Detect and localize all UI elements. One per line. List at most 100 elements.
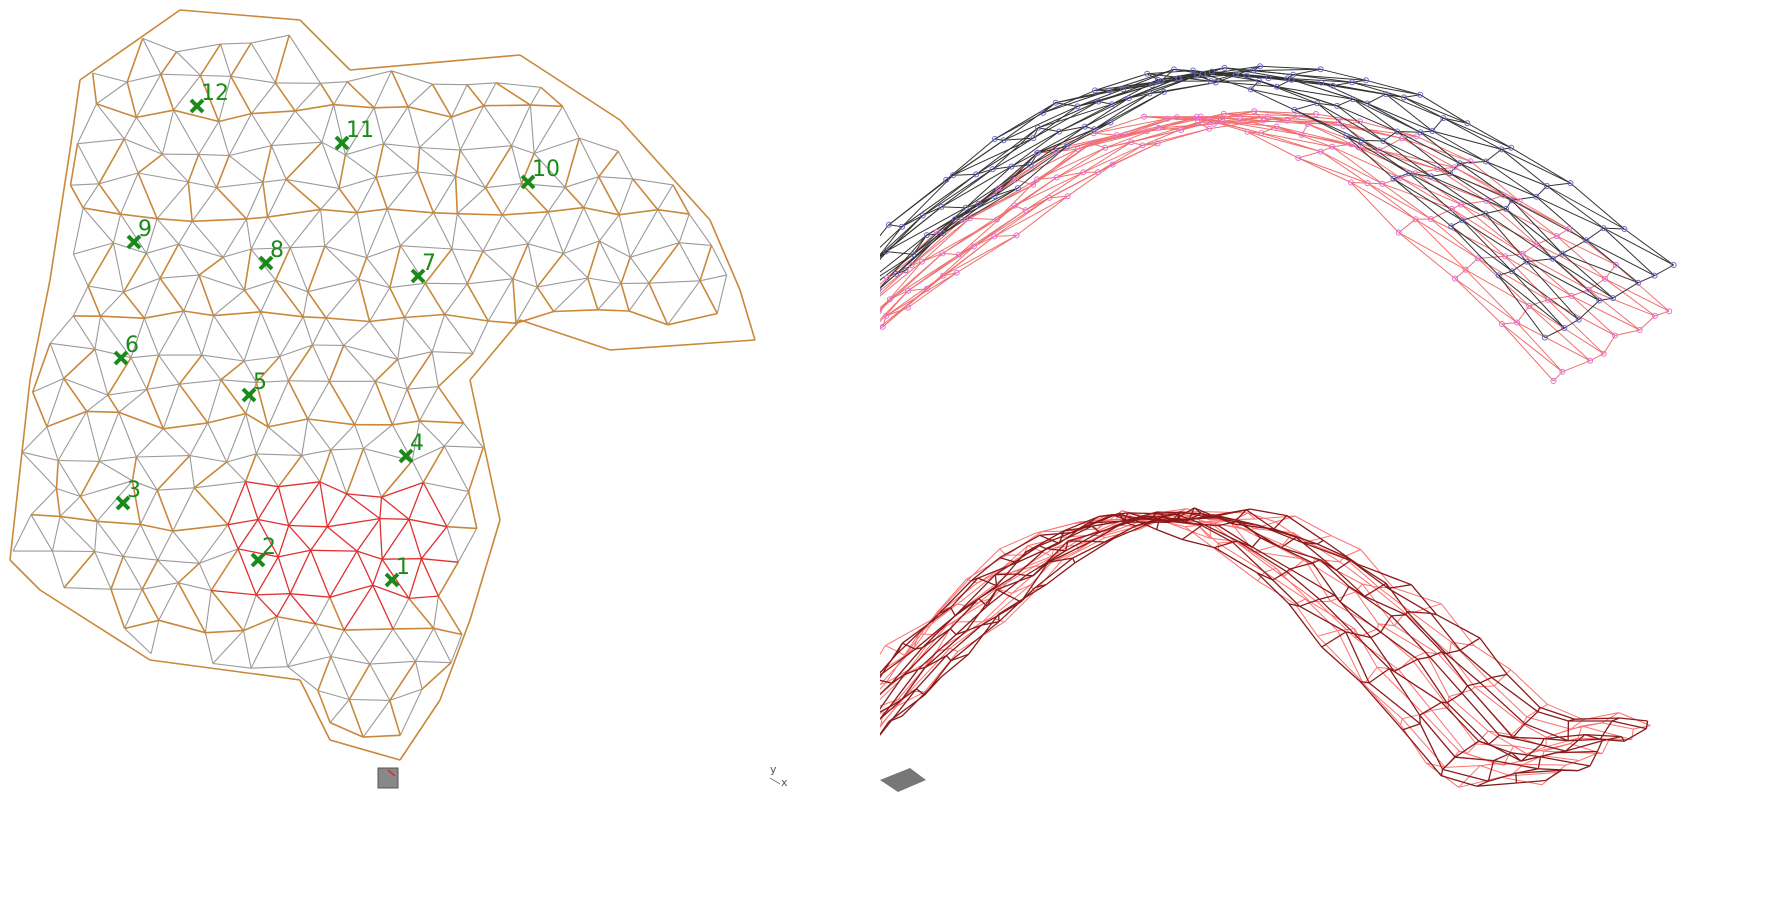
mesh-edge-red (382, 519, 409, 559)
mesh-edge-gray (416, 628, 434, 661)
mesh-edge-gray (157, 219, 179, 244)
mesh-edge-orange (484, 105, 531, 106)
mesh-edge-gray (50, 343, 64, 378)
mesh-edge-orange (438, 353, 473, 386)
mesh-edge-gray (97, 521, 123, 556)
mesh-edge-gray (367, 209, 388, 258)
mesh-edge-gray (398, 359, 408, 389)
wire-edge (1445, 766, 1480, 768)
mesh-edge-gray (445, 284, 468, 315)
wire-edge (1202, 512, 1248, 513)
wire-edge (1260, 66, 1321, 69)
mesh-edge-orange (147, 355, 159, 389)
mesh-boundary-edge (470, 380, 500, 520)
wire-edge (1321, 152, 1383, 184)
mesh-edge-gray (97, 82, 128, 104)
wire-edge (1418, 657, 1430, 659)
mesh-edge-gray (123, 556, 142, 589)
mesh-edge-gray (318, 691, 349, 700)
mesh-edge-gray (512, 146, 522, 184)
mesh-edge-orange (537, 254, 563, 288)
mesh-edge-orange (359, 258, 367, 280)
dark-red-wire-layer (880, 508, 1648, 786)
wire-edge (1586, 240, 1654, 275)
mesh-edge-orange (101, 316, 145, 318)
mesh-edge-gray (173, 531, 200, 563)
wire-edge (978, 578, 997, 586)
mesh-edge-gray (199, 563, 211, 590)
mesh-edge-orange (87, 411, 119, 412)
marker-label: 9 (138, 217, 152, 242)
mesh-edge-gray (563, 241, 599, 254)
wire-edge (1455, 167, 1520, 201)
mesh-edge-gray (528, 244, 537, 287)
mesh-edge-orange (244, 617, 277, 631)
mesh-edge-gray (22, 452, 56, 488)
wire-edge (1480, 766, 1510, 776)
wire-edge (1538, 769, 1578, 771)
wire-edge (1467, 123, 1511, 148)
wire-edge (1451, 220, 1462, 226)
mesh-edge-gray (121, 173, 139, 214)
mesh-edge-orange (530, 105, 562, 106)
mesh-edge-gray (221, 43, 252, 44)
wire-edge (1411, 659, 1448, 708)
mesh-edge-red (357, 551, 373, 585)
mesh-edge-gray (303, 292, 308, 317)
mesh-edge-gray (530, 87, 540, 105)
mesh-edge-orange (344, 629, 393, 630)
mesh-edge-gray (125, 589, 143, 628)
mesh-edge-orange (370, 318, 405, 322)
wire-edge (1455, 279, 1517, 323)
wire-edge (1295, 604, 1318, 636)
wire-edge (1110, 69, 1175, 90)
dome-wireframe-bottom-panel (880, 450, 1780, 900)
wire-edge (1579, 301, 1600, 320)
mesh-edge-orange (159, 620, 206, 632)
mesh-edge-orange (318, 657, 331, 691)
dome-wireframe-top-panel (880, 0, 1780, 450)
wire-edge (1340, 602, 1381, 632)
mesh-edge-orange (64, 552, 95, 588)
mesh-edge-orange (349, 664, 370, 699)
mesh-edge-orange (192, 219, 246, 221)
wire-edge (1317, 540, 1323, 544)
mesh-edge-red (311, 550, 357, 551)
mesh-edge-gray (370, 629, 393, 664)
wire-edge (1556, 765, 1566, 772)
mesh-edge-gray (202, 355, 221, 380)
marker-label: 8 (270, 238, 284, 263)
wire-edge (1252, 538, 1260, 547)
mesh-edge-gray (202, 316, 214, 356)
mesh-edge-gray (302, 419, 308, 455)
mesh-edge-orange (142, 560, 158, 589)
mesh-edge-orange (211, 549, 238, 591)
mesh-edge-orange (565, 187, 584, 207)
mesh-edge-gray (221, 380, 256, 383)
mesh-edge-gray (331, 630, 344, 656)
mesh-edge-orange (136, 110, 173, 117)
mesh-edge-gray (200, 76, 230, 77)
mesh-boundary-edge (400, 700, 440, 760)
mesh-edge-orange (422, 663, 451, 689)
mesh-edge-gray (483, 215, 502, 251)
mesh-edge-gray (374, 108, 383, 144)
wire-edge (1399, 233, 1455, 279)
mesh-edge-gray (173, 488, 195, 531)
mesh-edge-gray (190, 423, 208, 456)
mesh-edge-gray (393, 629, 416, 661)
mesh-edge-orange (188, 182, 192, 221)
mesh-edge-gray (157, 488, 194, 490)
mesh-edge-gray (649, 281, 700, 283)
mesh-edge-gray (157, 182, 188, 219)
mesh-edge-gray (370, 661, 416, 664)
mesh-edge-orange (71, 144, 78, 186)
mesh-edge-gray (131, 358, 147, 390)
mesh-edge-orange (390, 246, 401, 288)
mesh-edge-gray (99, 457, 136, 461)
mesh-edge-orange (144, 311, 183, 318)
mesh-edge-gray (486, 184, 522, 188)
mesh-edge-gray (268, 427, 302, 456)
